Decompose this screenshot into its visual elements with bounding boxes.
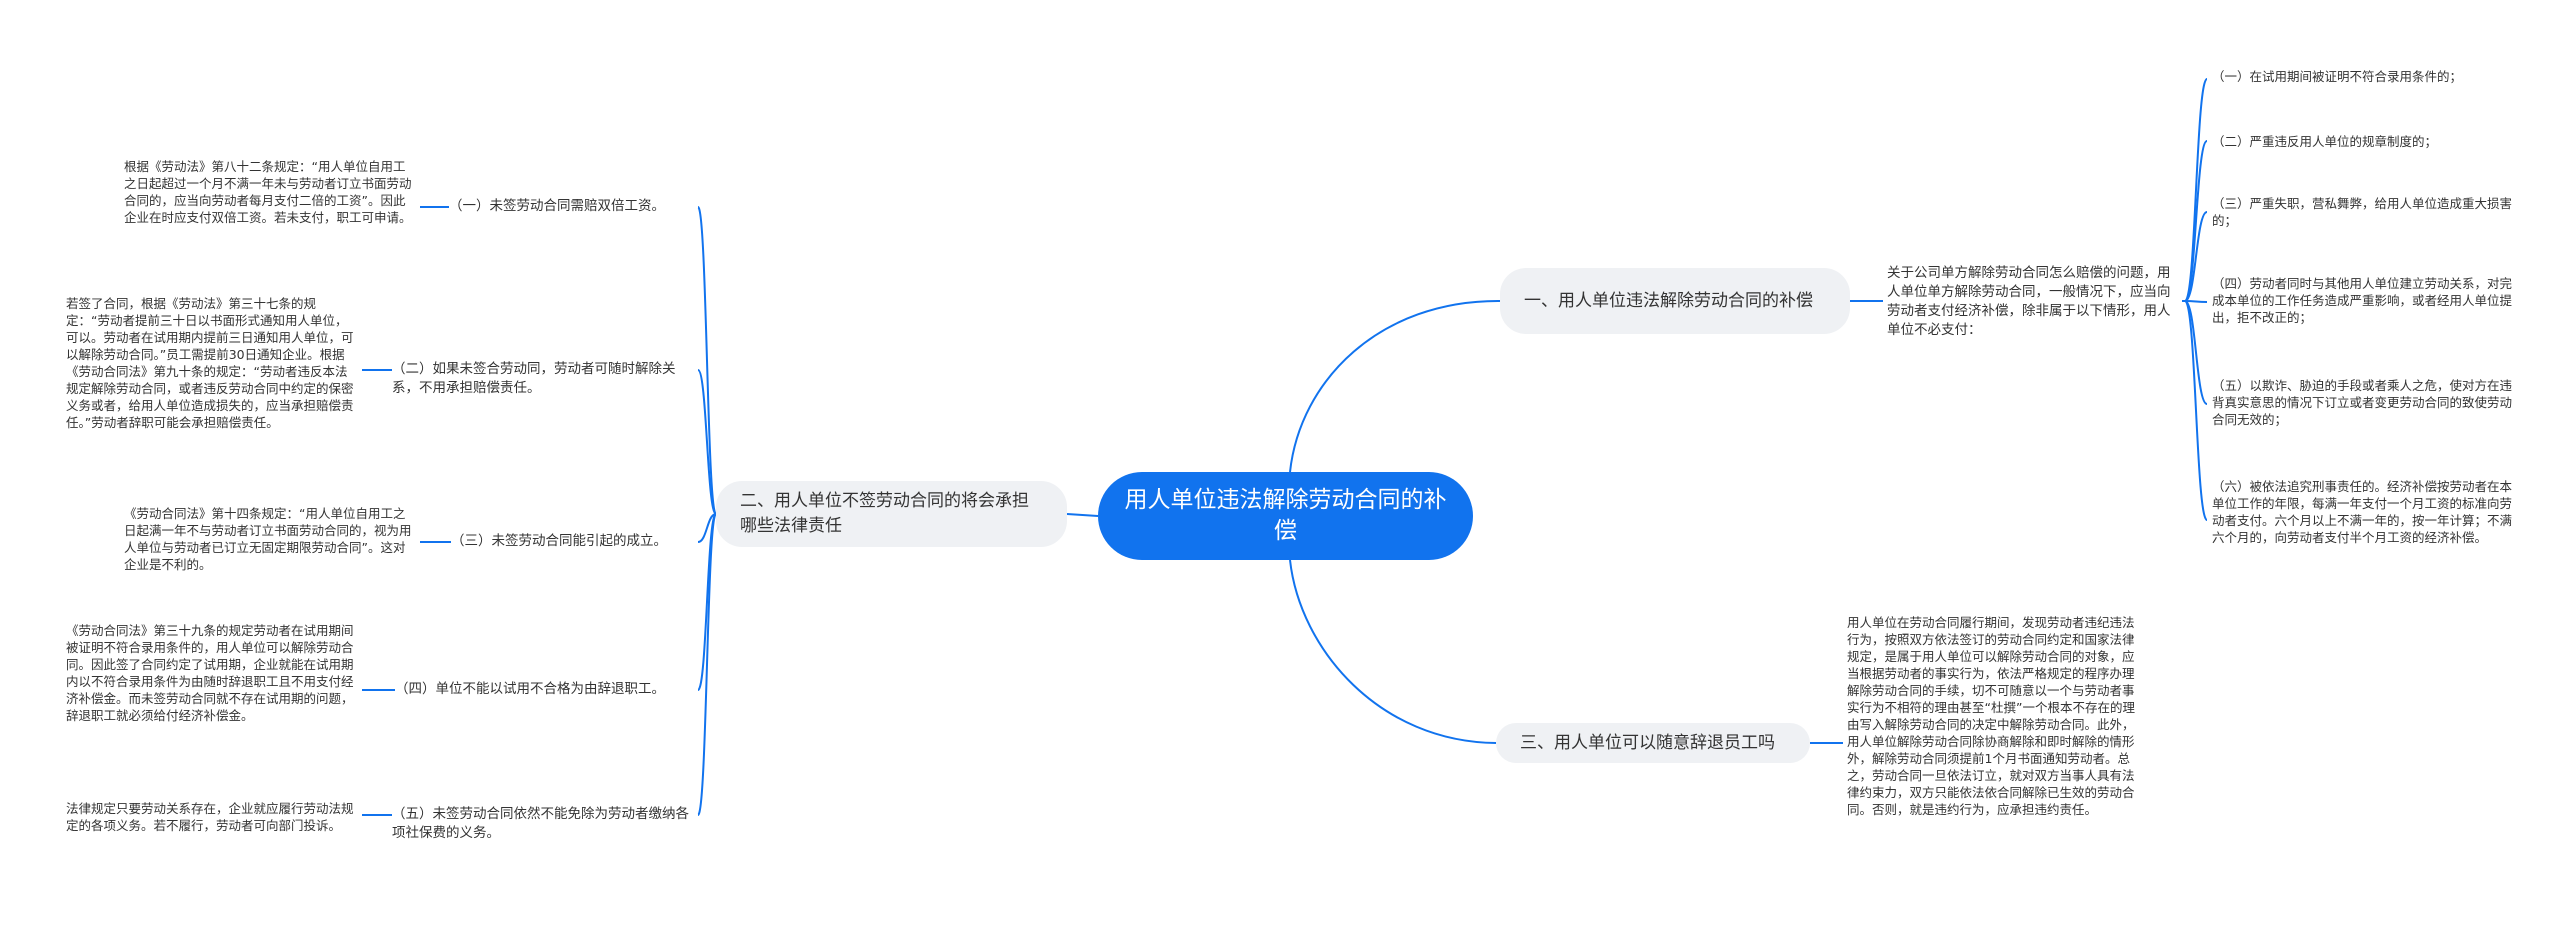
edge-branch-2-to-left-item-1: [697, 206, 717, 515]
central-topic[interactable]: 用人单位违法解除劳动合同的补偿: [1098, 472, 1473, 560]
edge-branch-2-to-left-item-3: [697, 513, 717, 543]
edge-bracket-to-right-item-3: [2184, 211, 2208, 302]
branch-3-description: 用人单位在劳动合同履行期间，发现劳动者违纪违法行为，按照双方依法签订的劳动合同约…: [1847, 615, 2135, 817]
edge-center-to-branch-3: [1289, 559, 1497, 744]
left-item-4-label: （四）单位不能以试用不合格为由辞退职工。: [395, 681, 665, 697]
left-item-3-detail: 《劳动合同法》第十四条规定：“用人单位自用工之日起满一年不与劳动者订立书面劳动合…: [124, 506, 412, 572]
left-item-1-label: （一）未签劳动合同需赔双倍工资。: [449, 198, 665, 214]
right-item-2: （二）严重违反用人单位的规章制度的；: [2212, 134, 2438, 149]
left-item-5-label: （五）未签劳动合同依然不能免除为劳动者缴纳各项社保费的义务。: [392, 806, 689, 841]
right-item-3: （三）严重失职，营私舞弊，给用人单位造成重大损害的；: [2212, 196, 2513, 228]
edge-bracket-to-right-item-5: [2184, 300, 2208, 405]
left-item-3-label: （三）未签劳动合同能引起的成立。: [451, 533, 667, 549]
edge-center-to-branch-1: [1289, 299, 1501, 473]
left-item-2-label: （二）如果未签合劳动同，劳动者可随时解除关系，不用承担赔偿责任。: [392, 361, 676, 396]
right-item-1: （一）在试用期间被证明不符合录用条件的；: [2212, 69, 2463, 84]
branch-illegal-termination-compensation[interactable]: 一、用人单位违法解除劳动合同的补偿: [1500, 268, 1850, 334]
left-item-2-detail: 若签了合同，根据《劳动法》第三十七条的规定：“劳动者提前三十日以书面形式通知用人…: [66, 296, 354, 430]
branch-unsigned-contract-liability[interactable]: 二、用人单位不签劳动合同的将会承担哪些法律责任: [716, 481, 1067, 547]
edge-branch-2-to-left-item-2: [697, 369, 717, 515]
edge-bracket-to-right-item-1: [2184, 78, 2208, 302]
edge-center-to-branch-2: [1066, 513, 1099, 517]
right-item-5: （五）以欺诈、胁迫的手段或者乘人之危，使对方在违背真实意思的情况下订立或者变更劳…: [2212, 378, 2513, 427]
left-item-1-detail: 根据《劳动法》第八十二条规定：“用人单位自用工之日起超过一个月不满一年未与劳动者…: [124, 159, 412, 225]
left-item-5-detail: 法律规定只要劳动关系存在，企业就应履行劳动法规定的各项义务。若不履行，劳动者可向…: [66, 801, 354, 833]
edge-bracket-to-right-item-6: [2184, 300, 2208, 521]
branch-1-description: 关于公司单方解除劳动合同怎么赔偿的问题，用人单位单方解除劳动合同，一般情况下，应…: [1887, 265, 2171, 338]
branch-arbitrary-dismissal[interactable]: 三、用人单位可以随意辞退员工吗: [1496, 723, 1810, 763]
edge-bracket-to-right-item-4: [2184, 300, 2208, 303]
right-item-6: （六）被依法追究刑事责任的。经济补偿按劳动者在本单位工作的年限，每满一年支付一个…: [2212, 479, 2513, 545]
right-item-4: （四）劳动者同时与其他用人单位建立劳动关系，对完成本单位的工作任务造成严重影响，…: [2212, 276, 2513, 325]
edge-branch-2-to-left-item-5: [697, 513, 717, 816]
edge-bracket-to-right-item-2: [2184, 140, 2208, 302]
left-item-4-detail: 《劳动合同法》第三十九条的规定劳动者在试用期间被证明不符合录用条件的，用人单位可…: [66, 623, 354, 723]
